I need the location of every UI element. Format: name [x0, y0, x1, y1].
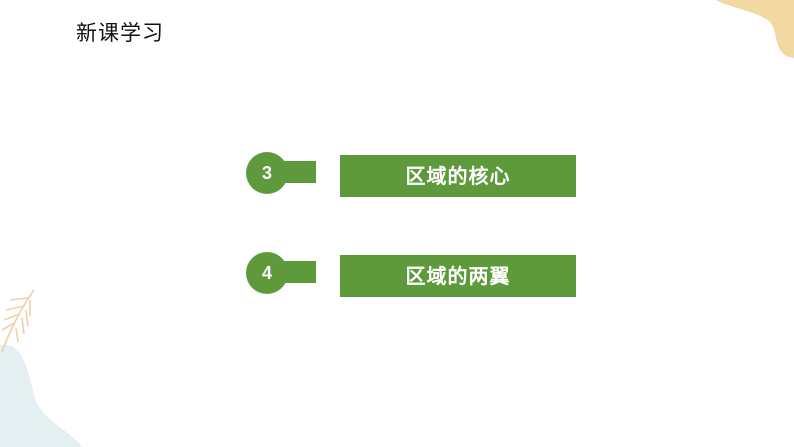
section-label: 区域的两翼 [405, 264, 511, 288]
section-label: 区域的核心 [405, 164, 511, 188]
section-item-3[interactable]: 3 区域的核心 [246, 150, 576, 197]
section-item-4[interactable]: 4 区域的两翼 [246, 250, 576, 297]
section-bar: 区域的核心 [340, 155, 576, 197]
number-badge: 4 [246, 252, 288, 294]
badge-number: 4 [261, 263, 272, 283]
leaf-decoration [1, 289, 35, 353]
badge-number: 3 [261, 163, 272, 183]
page-title: 新课学习 [76, 21, 164, 45]
number-badge: 3 [246, 152, 288, 194]
section-bar: 区域的两翼 [340, 255, 576, 297]
